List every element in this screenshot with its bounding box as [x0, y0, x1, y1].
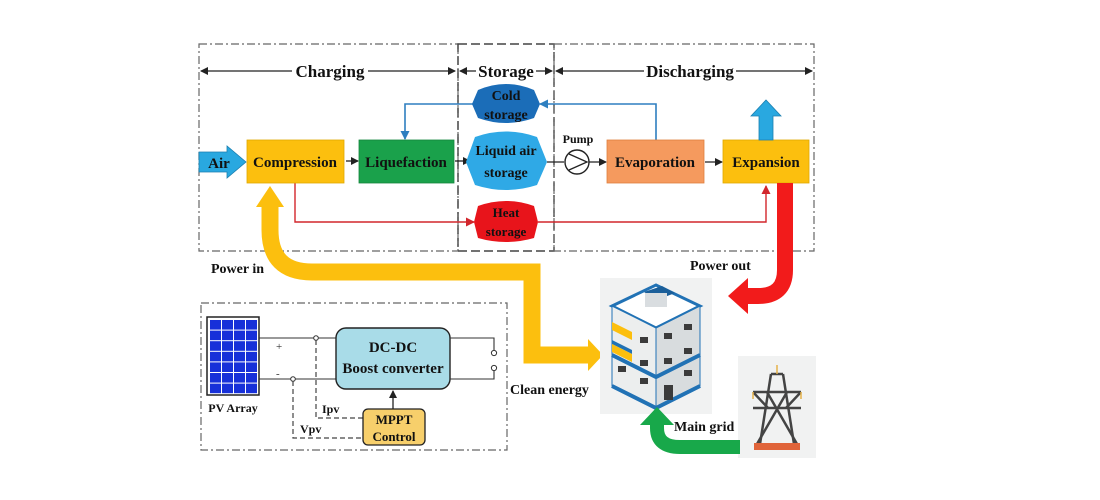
compression-label: Compression [253, 155, 338, 171]
output-terminal-negative [490, 364, 498, 372]
pv-cell [222, 362, 233, 372]
pv-cell [234, 320, 245, 330]
plus-sign: + [276, 341, 282, 353]
cold-recycle-line [539, 99, 657, 140]
pv-cell [222, 351, 233, 362]
pv-cell [210, 351, 221, 362]
expansion-label: Expansion [732, 155, 800, 171]
power-in-arrow [261, 200, 590, 364]
pv-cell [210, 330, 221, 341]
pv-cell [222, 383, 233, 394]
pv-cell [246, 373, 257, 383]
power-out-arrowhead [728, 278, 748, 314]
exhaust-arrow [750, 99, 782, 141]
expansion-block: Expansion [722, 139, 810, 184]
heat-storage-tank: Heat storage [474, 201, 538, 242]
converter-output-positive [450, 337, 495, 350]
pv-cell [246, 383, 257, 394]
mppt-control-block: MPPT Control [362, 408, 426, 446]
vpv-label: Vpv [300, 422, 321, 436]
main-grid-label: Main grid [674, 420, 734, 435]
pv-cell [246, 320, 257, 330]
vpv-sense-line [292, 381, 363, 439]
pv-system-frame [200, 302, 508, 451]
heat-to-expansion-line [538, 185, 771, 223]
liquefaction-label: Liquefaction [365, 155, 447, 171]
pv-cell [210, 373, 221, 383]
mppt-label-1: MPPT [376, 412, 413, 427]
main-grid-arrow [650, 422, 740, 454]
pv-cell [234, 330, 245, 341]
cold-storage-label-2: storage [484, 108, 528, 123]
mppt-label-2: Control [372, 429, 415, 444]
dc-dc-boost-converter: DC-DC Boost converter [335, 327, 451, 390]
pump-icon [564, 149, 590, 175]
pv-array-label: PV Array [208, 401, 257, 415]
air-input-arrow: Air [198, 145, 247, 179]
liquid-air-label-1: Liquid air [475, 144, 536, 159]
liquefaction-block: Liquefaction [358, 139, 455, 184]
pv-cell [234, 383, 245, 394]
compression-block: Compression [246, 139, 345, 184]
pv-cell [222, 320, 233, 330]
storage-label: Storage [478, 62, 534, 81]
cold-storage-tank: Cold storage [472, 84, 540, 123]
pv-cell [234, 341, 245, 351]
charging-label: Charging [296, 62, 365, 81]
air-label: Air [208, 156, 230, 172]
liquid-air-label-2: storage [484, 166, 528, 181]
converter-label-2: Boost converter [342, 361, 444, 377]
power-in-arrowhead [256, 186, 284, 207]
pv-cell [210, 320, 221, 330]
power-out-arrow [746, 183, 793, 304]
storage-frame [457, 43, 555, 252]
pv-cell [234, 362, 245, 372]
power-in-label: Power in [211, 262, 264, 277]
converter-output-negative [450, 370, 495, 380]
cold-storage-label-1: Cold [492, 89, 521, 104]
pv-cell [222, 373, 233, 383]
building-icon [600, 278, 712, 414]
heat-storage-label-1: Heat [493, 205, 520, 220]
pv-cell [210, 341, 221, 351]
charging-frame [198, 43, 459, 252]
transmission-tower-icon [738, 356, 816, 458]
pv-cell [234, 373, 245, 383]
heat-storage-label-2: storage [486, 224, 527, 239]
pv-cell [222, 341, 233, 351]
pv-cell [246, 330, 257, 341]
liquid-air-storage-tank: Liquid air storage [466, 131, 547, 190]
pump-label: Pump [563, 132, 594, 146]
pv-cell [246, 341, 257, 351]
main-grid-arrowhead [640, 407, 674, 425]
discharging-frame [553, 43, 815, 252]
pv-cell [246, 351, 257, 362]
heat-from-compression-line [294, 183, 475, 227]
converter-label-1: DC-DC [369, 340, 417, 356]
pv-cell [222, 330, 233, 341]
power-out-label: Power out [690, 259, 751, 274]
evaporation-label: Evaporation [615, 155, 696, 171]
clean-energy-label: Clean energy [510, 383, 589, 398]
pv-cell [246, 362, 257, 372]
pv-cell [210, 383, 221, 394]
minus-sign: - [276, 368, 280, 380]
pv-cell [234, 351, 245, 362]
pv-array-icon [206, 316, 260, 396]
output-terminal-positive [490, 349, 498, 357]
clean-energy-arrowhead [588, 339, 603, 371]
discharging-label: Discharging [646, 62, 734, 81]
evaporation-block: Evaporation [606, 139, 705, 184]
ipv-sense-line [315, 340, 363, 419]
pv-cell [210, 362, 221, 372]
ipv-label: Ipv [322, 402, 339, 416]
cold-to-liquefaction-line [400, 103, 474, 140]
